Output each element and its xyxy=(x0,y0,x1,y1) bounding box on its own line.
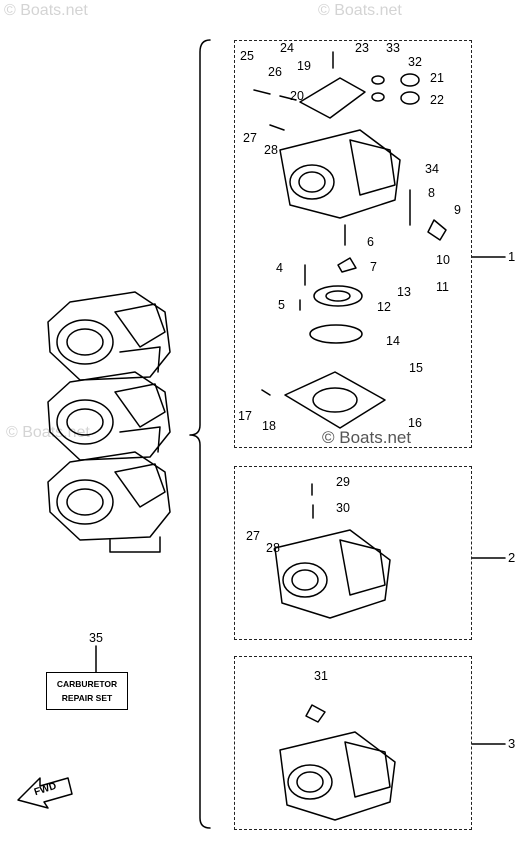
group1-drawing xyxy=(253,51,447,429)
part-number: 28 xyxy=(264,143,278,157)
part-number: 23 xyxy=(355,41,369,55)
group-ref-3: 3 xyxy=(508,736,516,751)
part-number: 13 xyxy=(397,285,411,299)
group-ref-2: 2 xyxy=(508,550,516,565)
group3-drawing xyxy=(279,704,396,821)
part-number: 27 xyxy=(243,131,257,145)
group-ref-1: 1 xyxy=(508,249,516,264)
watermark-mid-right: © Boats.net xyxy=(322,428,412,447)
fwd-arrow xyxy=(17,777,73,809)
carburetor-stack-drawing xyxy=(47,291,171,553)
part-number: 24 xyxy=(280,41,294,55)
part-number: 31 xyxy=(314,669,328,683)
part-number: 12 xyxy=(377,300,391,314)
group3-box xyxy=(234,656,472,830)
part-number: 32 xyxy=(408,55,422,69)
repair-set-line1: CARBURETOR xyxy=(56,679,118,689)
part-number: 26 xyxy=(268,65,282,79)
part-number: 14 xyxy=(386,334,400,348)
part-number: 34 xyxy=(425,162,439,176)
repair-set-line2: REPAIR SET xyxy=(61,693,113,703)
part-number: 28 xyxy=(266,541,280,555)
repair-set-number: 35 xyxy=(89,631,103,645)
group2-box xyxy=(234,466,472,640)
part-number: 10 xyxy=(436,253,450,267)
part-number: 25 xyxy=(240,49,254,63)
part-number: 11 xyxy=(436,280,449,294)
part-number: 9 xyxy=(454,203,461,217)
part-number: 5 xyxy=(278,298,285,312)
part-number: 6 xyxy=(367,235,374,249)
part-number: 30 xyxy=(336,501,350,515)
part-number: 27 xyxy=(246,529,260,543)
part-number: 7 xyxy=(370,260,377,274)
part-number: 15 xyxy=(409,361,423,375)
group2-drawing xyxy=(274,483,391,619)
part-number: 22 xyxy=(430,93,444,107)
part-number: 16 xyxy=(408,416,422,430)
part-number: 8 xyxy=(428,186,435,200)
repair-set-label: CARBURETOR REPAIR SET xyxy=(46,672,128,710)
watermark-top-right: © Boats.net xyxy=(318,2,402,19)
watermark-top-left: © Boats.net xyxy=(4,2,88,19)
part-number: 17 xyxy=(238,409,252,423)
part-number: 33 xyxy=(386,41,400,55)
group-brace xyxy=(189,39,211,829)
part-number: 20 xyxy=(290,89,304,103)
part-number: 21 xyxy=(430,71,444,85)
group1-box xyxy=(234,40,472,448)
part-number: 29 xyxy=(336,475,350,489)
part-number: 4 xyxy=(276,261,283,275)
part-number: 18 xyxy=(262,419,276,433)
part-number: 19 xyxy=(297,59,311,73)
